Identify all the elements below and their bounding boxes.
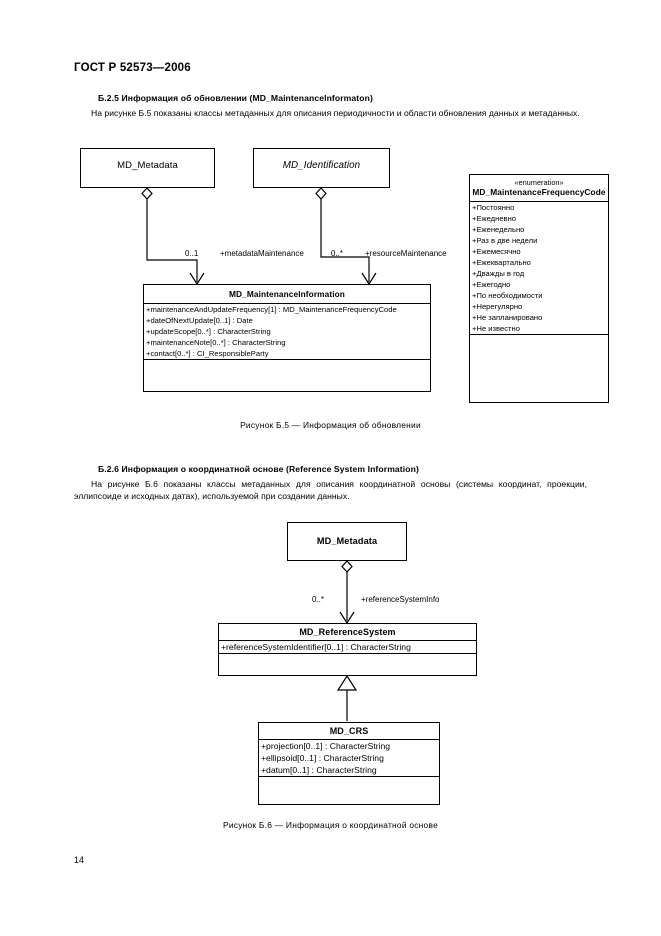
figure-caption-b5: Рисунок Б.5 — Информация об обновлении [240,420,421,430]
uml-enum-literal: +Нерегулярно [472,302,523,311]
uml-attribute: +maintenanceNote[0..*] : CharacterString [146,338,286,347]
section-heading-b26: Б.2.6 Информация о координатной основе (… [98,464,419,474]
association-role-resource-maintenance: +resourceMaintenance [365,249,447,258]
uml-attribute: +projection[0..1] : CharacterString [261,741,391,751]
uml-class-name: MD_Metadata [316,536,378,546]
uml-attributes-compartment: +projection[0..1] : CharacterString +ell… [259,739,439,776]
uml-class-name: MD_Identification [282,160,361,171]
uml-enum-literal: +Постоянно [472,203,515,212]
uml-enumeration-md-maintenance-frequency-code: «enumeration» MD_MaintenanceFrequencyCod… [469,174,609,403]
uml-class-name: MD_MaintenanceInformation [229,289,345,299]
uml-enum-literal: +Ежеквартально [472,258,531,267]
uml-enum-literal: +Ежегодно [472,280,511,289]
association-multiplicity-metadata-maintenance: 0..1 [185,249,199,258]
uml-operations-compartment [259,776,439,793]
figure-caption-b6: Рисунок Б.6 — Информация о координатной … [223,820,438,830]
section-paragraph-b26: На рисунке Б.6 показаны классы метаданны… [74,478,587,503]
association-multiplicity-reference-system-info: 0..* [312,595,325,604]
uml-enum-literal: +Ежемесячно [472,247,521,256]
uml-attribute: +referenceSystemIdentifier[0..1] : Chara… [221,642,411,652]
uml-attributes-compartment: +maintenanceAndUpdateFrequency[1] : MD_M… [144,303,430,359]
uml-class-md-metadata-b6: MD_Metadata [287,522,407,561]
uml-attributes-compartment: +referenceSystemIdentifier[0..1] : Chara… [219,640,476,653]
uml-operations-compartment [470,334,608,351]
paragraph-text-b25: На рисунке Б.5 показаны классы метаданны… [91,108,580,118]
uml-enum-literal: +Раз в две недели [472,236,538,245]
uml-attribute: +dateOfNextUpdate[0..1] : Date [146,316,253,325]
association-role-metadata-maintenance: +metadataMaintenance [220,249,304,258]
section-paragraph-b25: На рисунке Б.5 показаны классы метаданны… [74,107,587,119]
uml-stereotype-label: «enumeration» [514,178,564,187]
uml-attribute: +updateScope[0..*] : CharacterString [146,327,271,336]
association-multiplicity-resource-maintenance: 0..* [331,249,344,258]
uml-attribute: +ellipsoid[0..1] : CharacterString [261,753,384,763]
uml-enum-literal: +Не известно [472,324,520,333]
uml-class-name: MD_CRS [329,726,369,736]
uml-operations-compartment [219,653,476,668]
page-number: 14 [74,855,85,865]
uml-class-md-identification: MD_Identification [253,148,390,188]
uml-attribute: +contact[0..*] : CI_ResponsibleParty [146,349,269,358]
standard-number-header: ГОСТ Р 52573—2006 [74,62,191,74]
section-heading-b25: Б.2.5 Информация об обновлении (MD_Maint… [98,93,373,103]
uml-class-name: MD_MaintenanceFrequencyCode [472,187,606,197]
uml-class-md-crs: MD_CRS +projection[0..1] : CharacterStri… [258,722,440,805]
uml-class-name: MD_Metadata [117,160,178,171]
uml-enum-literal: +Дважды в год [472,269,525,278]
uml-attribute: +maintenanceAndUpdateFrequency[1] : MD_M… [146,305,397,314]
uml-class-md-maintenance-information: MD_MaintenanceInformation +maintenanceAn… [143,284,431,392]
uml-attribute: +datum[0..1] : CharacterString [261,765,377,775]
uml-enum-literal: +Не запланировано [472,313,543,322]
uml-class-md-reference-system: MD_ReferenceSystem +referenceSystemIdent… [218,623,477,676]
uml-class-md-metadata-b5: MD_Metadata [80,148,215,188]
uml-literals-compartment: +Постоянно +Ежедневно +Еженедельно +Раз … [470,201,608,334]
association-role-reference-system-info: +referenceSystemInfo [361,595,440,604]
paragraph-text-b26: На рисунке Б.6 показаны классы метаданны… [74,479,587,502]
uml-class-name: MD_ReferenceSystem [299,627,396,637]
uml-enum-literal: +Еженедельно [472,225,525,234]
uml-operations-compartment [144,359,430,376]
uml-enum-literal: +По необходимости [472,291,543,300]
uml-enum-literal: +Ежедневно [472,214,517,223]
